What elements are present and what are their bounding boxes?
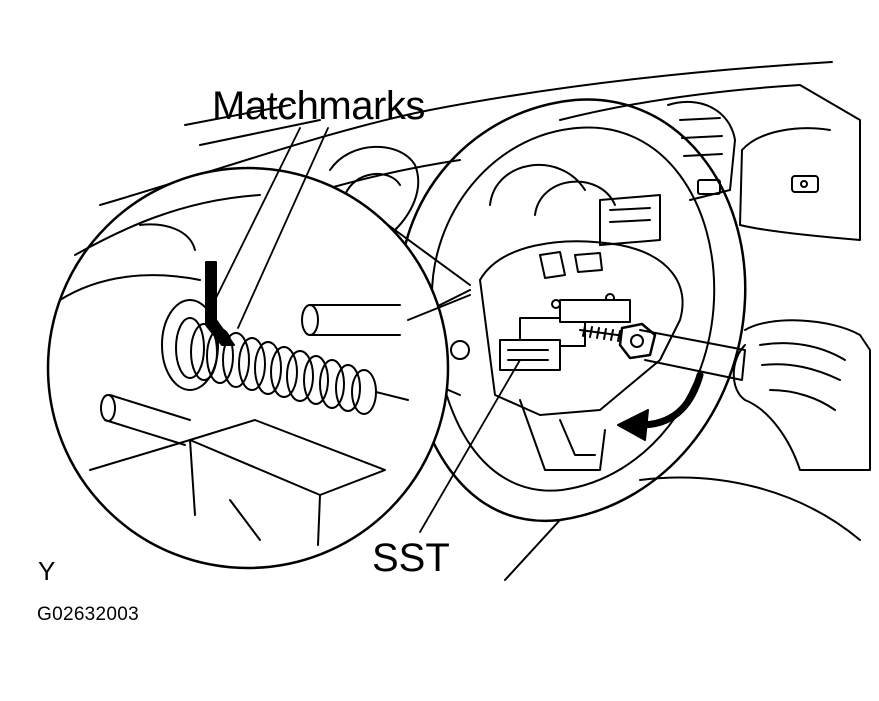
rotation-arrow (618, 375, 700, 440)
sst-puller-tool (500, 300, 655, 370)
steering-wheel (400, 100, 745, 521)
detail-magnifier (48, 168, 470, 568)
sst-label: SST (372, 536, 450, 580)
matchmarks-label: Matchmarks (212, 84, 425, 128)
leader-lines (215, 128, 520, 532)
view-letter-label: Y (38, 556, 56, 586)
wrench-and-hand (640, 320, 870, 470)
lower-panel (505, 478, 860, 581)
figure-code-label: G02632003 (37, 604, 140, 625)
